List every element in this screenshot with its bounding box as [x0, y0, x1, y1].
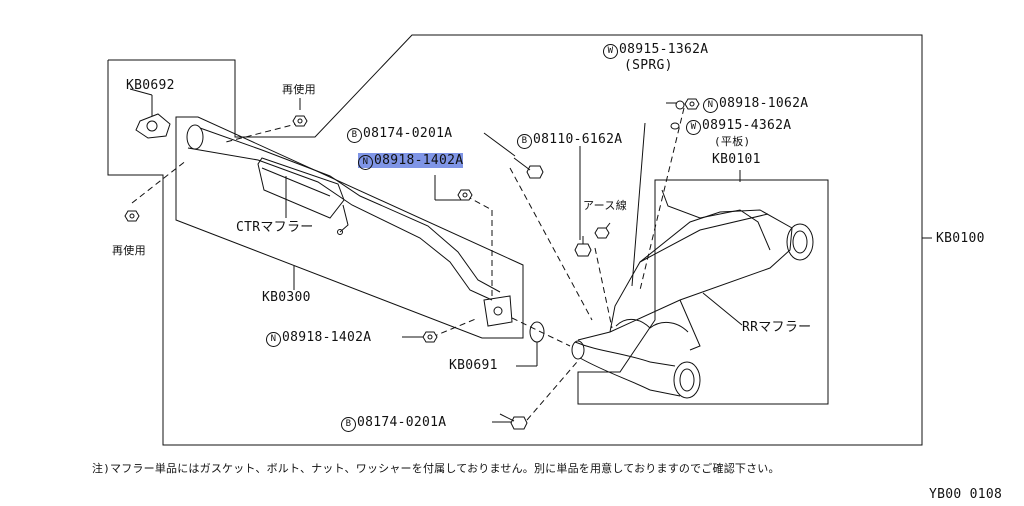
- n-prefix: N: [358, 155, 373, 170]
- washer-08915-4362a: [670, 122, 680, 130]
- label-kb0100: KB0100: [936, 231, 985, 246]
- part-code: 08174-0201A: [363, 126, 453, 141]
- part-code: 08918-1062A: [719, 96, 809, 111]
- nut-08918-1402a-bottom: [422, 331, 438, 343]
- diagram-id: YB00 0108: [929, 487, 1003, 502]
- label-kb0691: KB0691: [449, 358, 498, 373]
- b-prefix: B: [341, 417, 356, 432]
- nut-reuse-left: [124, 210, 140, 222]
- part-code: 08918-1402A: [374, 153, 464, 168]
- washer-08915-1362a: [675, 100, 685, 110]
- n-prefix: N: [266, 332, 281, 347]
- label-flat: (平板): [714, 135, 751, 148]
- nut-08918-1402a-top: [457, 189, 473, 201]
- earth-bolt: [594, 227, 610, 239]
- part-code: 08915-4362A: [702, 118, 792, 133]
- label-sprg: (SPRG): [624, 58, 673, 73]
- label-kb0101: KB0101: [712, 152, 761, 167]
- footnote: 注)マフラー単品にはガスケット、ボルト、ナット、ワッシャーを付属しておりません。…: [92, 462, 780, 475]
- label-kb0300: KB0300: [262, 290, 311, 305]
- bolt-08174-0201a-top: [513, 157, 544, 179]
- rear-muffler: [571, 189, 814, 399]
- kb0300-box: [175, 116, 524, 339]
- part-code: 08174-0201A: [357, 415, 447, 430]
- kb0101-box: [577, 179, 829, 405]
- outer-frame: [107, 34, 923, 446]
- part-code: 08918-1402A: [282, 330, 372, 345]
- b-prefix: B: [517, 134, 532, 149]
- label-ctr-muffler: CTRマフラー: [236, 220, 314, 235]
- part-code: 08110-6162A: [533, 132, 623, 147]
- ctr-muffler-assembly: [186, 124, 513, 327]
- nut-reuse-top: [292, 115, 308, 127]
- label-kb0692: KB0692: [126, 78, 175, 93]
- bolt-08110-6162a: [574, 236, 592, 257]
- label-reuse-top: 再使用: [282, 83, 316, 96]
- w-prefix: W: [603, 44, 618, 59]
- w-prefix: W: [686, 120, 701, 135]
- b-prefix: B: [347, 128, 362, 143]
- nut-08918-1062a: [684, 98, 700, 110]
- gasket-kb0692: [135, 113, 171, 139]
- bolt-08174-0201a-bottom: [499, 413, 528, 430]
- label-earth-wire: アース線: [583, 199, 627, 212]
- label-rr-muffler: RRマフラー: [742, 320, 812, 335]
- n-prefix: N: [703, 98, 718, 113]
- label-reuse-left: 再使用: [112, 244, 146, 257]
- part-code: 08915-1362A: [619, 42, 709, 57]
